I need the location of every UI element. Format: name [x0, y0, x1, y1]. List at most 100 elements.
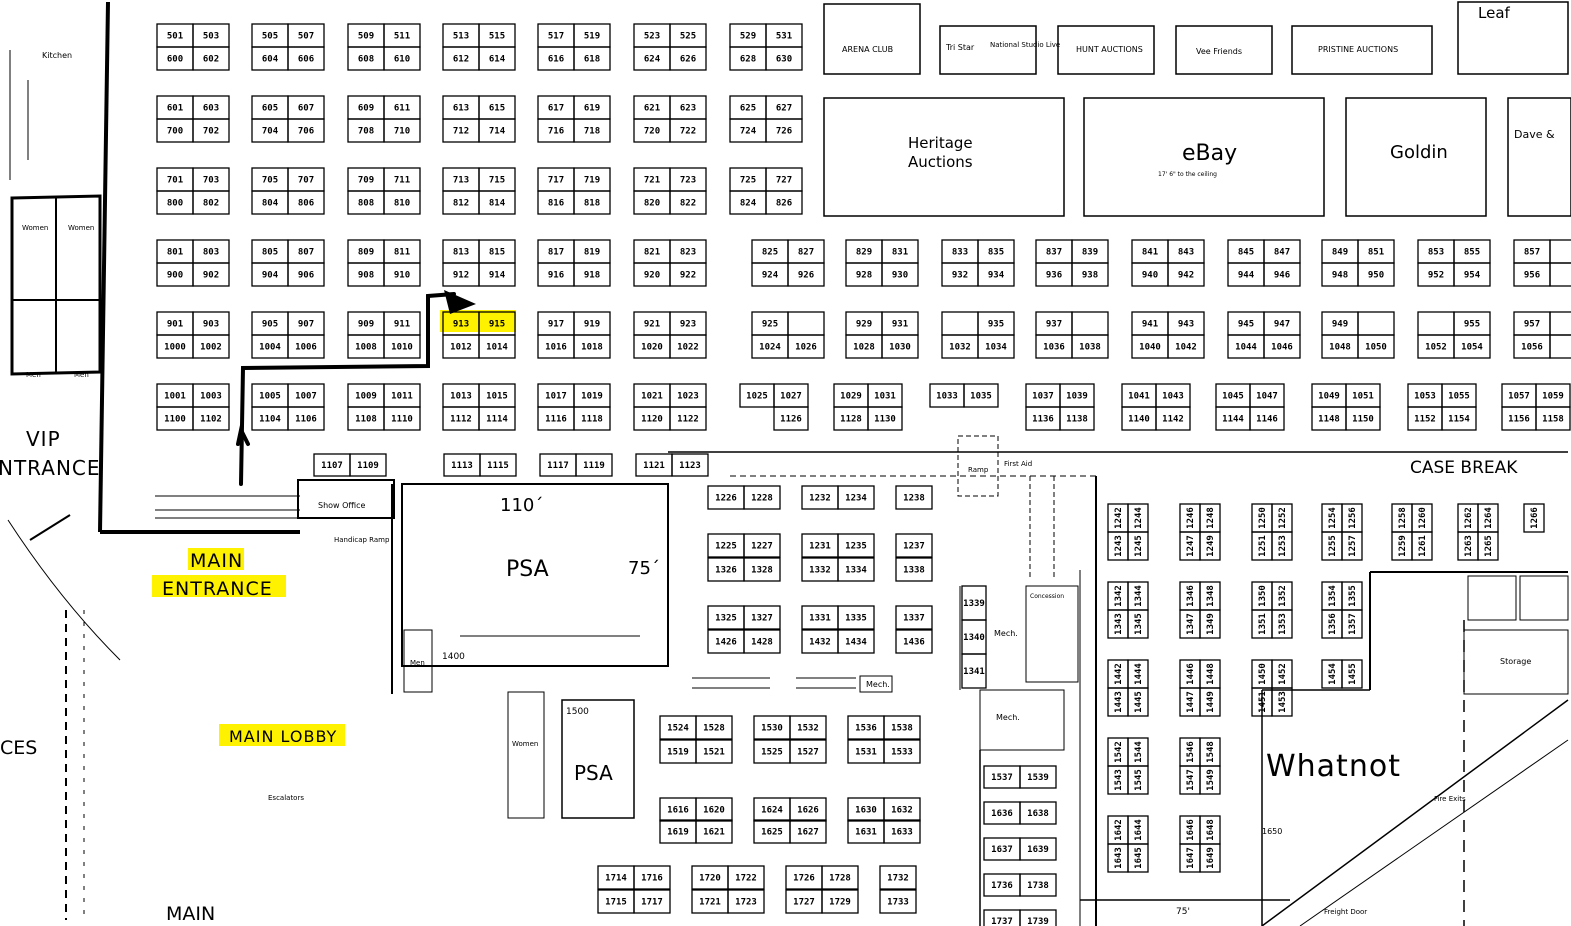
- booth-816: 816: [548, 199, 564, 209]
- booth-914-box: [478, 262, 516, 287]
- booth-r1-3d: 1038: [1079, 343, 1101, 353]
- booth-b5d: 1146: [1256, 415, 1278, 425]
- booth-710-box: [383, 118, 421, 143]
- booth-600: 600: [167, 55, 183, 65]
- arena-club-label: ARENA CLUB: [842, 45, 893, 54]
- dave-label: Dave &: [1514, 128, 1555, 141]
- goldin-label: Goldin: [1390, 142, 1448, 163]
- booth-907: 907: [298, 320, 314, 330]
- booth-r0-4a: 841: [1142, 248, 1158, 258]
- booth-r0-6b: 851: [1368, 248, 1384, 258]
- booth-1006: 1006: [295, 343, 317, 353]
- booth-523: 523: [644, 32, 660, 42]
- booth-1428: 1428: [751, 638, 773, 648]
- booth-1011: 1011: [391, 392, 413, 402]
- main-lobby-label: MAIN LOBBY: [229, 727, 337, 746]
- booth-1249: 1249: [1206, 535, 1216, 557]
- booth-1733-box: [879, 889, 917, 914]
- booth-1545: 1545: [1134, 769, 1144, 791]
- booth-529: 529: [740, 32, 756, 42]
- booth-918-box: [573, 262, 611, 287]
- booth-700: 700: [167, 127, 183, 137]
- booth-1264: 1264: [1484, 507, 1494, 529]
- booth-1107: 1107: [321, 461, 343, 471]
- booth-824: 824: [740, 199, 757, 209]
- booth-b5c: 1144: [1222, 415, 1244, 425]
- booth-b2b: 1035: [970, 392, 992, 402]
- booth-1015: 1015: [486, 392, 508, 402]
- booth-b0d: 1126: [780, 415, 802, 425]
- booth-823: 823: [680, 248, 696, 258]
- booth-517: 517: [548, 32, 564, 42]
- psa-small-area: [507, 691, 635, 819]
- booth-722: 722: [680, 127, 696, 137]
- booth-1345: 1345: [1134, 613, 1144, 635]
- booth-1432: 1432: [809, 638, 831, 648]
- booth-1004: 1004: [259, 343, 281, 353]
- booth-1248: 1248: [1206, 507, 1216, 529]
- booth-b3d: 1138: [1066, 415, 1088, 425]
- booth-r1-0a: 925: [762, 320, 778, 330]
- booth-721: 721: [644, 176, 660, 186]
- booth-1225: 1225: [715, 542, 737, 552]
- booth-r1-1d: 1030: [889, 343, 911, 353]
- booth-1108: 1108: [355, 415, 377, 425]
- booth-1123: 1123: [679, 461, 701, 471]
- booth-1715: 1715: [605, 898, 627, 908]
- booth-1739-box: [1019, 909, 1057, 926]
- booth-702-box: [192, 118, 230, 143]
- booth-609: 609: [358, 104, 374, 114]
- booth-b7b: 1055: [1448, 392, 1470, 402]
- booth-1109-box: [349, 453, 387, 477]
- booth-1338-box: [895, 557, 933, 582]
- hall-structure: [668, 435, 1569, 926]
- booth-723: 723: [680, 176, 696, 186]
- booth-1121: 1121: [643, 461, 665, 471]
- booth-1009: 1009: [355, 392, 377, 402]
- booth-1257: 1257: [1348, 535, 1358, 557]
- booth-r0-6a: 849: [1332, 248, 1348, 258]
- booth-1538: 1538: [891, 724, 913, 734]
- booth-1547: 1547: [1186, 769, 1196, 791]
- booth-910: 910: [394, 271, 410, 281]
- booth-b1b: 1031: [874, 392, 896, 402]
- booth-810: 810: [394, 199, 410, 209]
- booth-r0-5b: 847: [1274, 248, 1290, 258]
- freight-door-label: Freight Door: [1324, 908, 1367, 916]
- booth-1442: 1442: [1114, 663, 1124, 685]
- booth-r0-0a: 825: [762, 248, 778, 258]
- booth-1337: 1337: [903, 614, 925, 624]
- booth-725: 725: [740, 176, 756, 186]
- booth-r0-5c: 944: [1238, 271, 1255, 281]
- booth-r0-7a: 853: [1428, 248, 1444, 258]
- booth-808: 808: [358, 199, 374, 209]
- booth-610-box: [383, 46, 421, 71]
- booth-1645: 1645: [1134, 847, 1144, 869]
- booth-r1-1b: 931: [892, 320, 908, 330]
- booth-1533-box: [883, 739, 921, 764]
- mech-label-2: Mech.: [996, 713, 1020, 722]
- booth-b6c: 1148: [1318, 415, 1340, 425]
- booth-710: 710: [394, 127, 410, 137]
- booth-1235: 1235: [845, 542, 867, 552]
- booth-1352: 1352: [1278, 585, 1288, 607]
- booth-r1-6c: 1048: [1329, 343, 1351, 353]
- booth-1340: 1340: [963, 633, 985, 643]
- booth-1263: 1263: [1464, 535, 1474, 557]
- booth-1449-box: [1199, 687, 1221, 717]
- booth-r0-3d: 938: [1082, 271, 1098, 281]
- booth-1258: 1258: [1398, 507, 1408, 529]
- booth-r1-4a: 941: [1142, 320, 1158, 330]
- booth-623: 623: [680, 104, 696, 114]
- booth-r1-2b: 935: [988, 320, 1004, 330]
- booth-b8d: 1158: [1542, 415, 1564, 425]
- booth-1002: 1002: [200, 343, 222, 353]
- booth-1265-box: [1477, 531, 1499, 561]
- booth-1714: 1714: [605, 874, 627, 884]
- booth-r1-7b: 955: [1464, 320, 1480, 330]
- booth-r0-6d-box: [1357, 262, 1395, 287]
- booth-r0-8d-box: [1549, 262, 1571, 287]
- booth-1733: 1733: [887, 898, 909, 908]
- whatnot-label: Whatnot: [1266, 749, 1401, 784]
- booth-r0-4c: 940: [1142, 271, 1158, 281]
